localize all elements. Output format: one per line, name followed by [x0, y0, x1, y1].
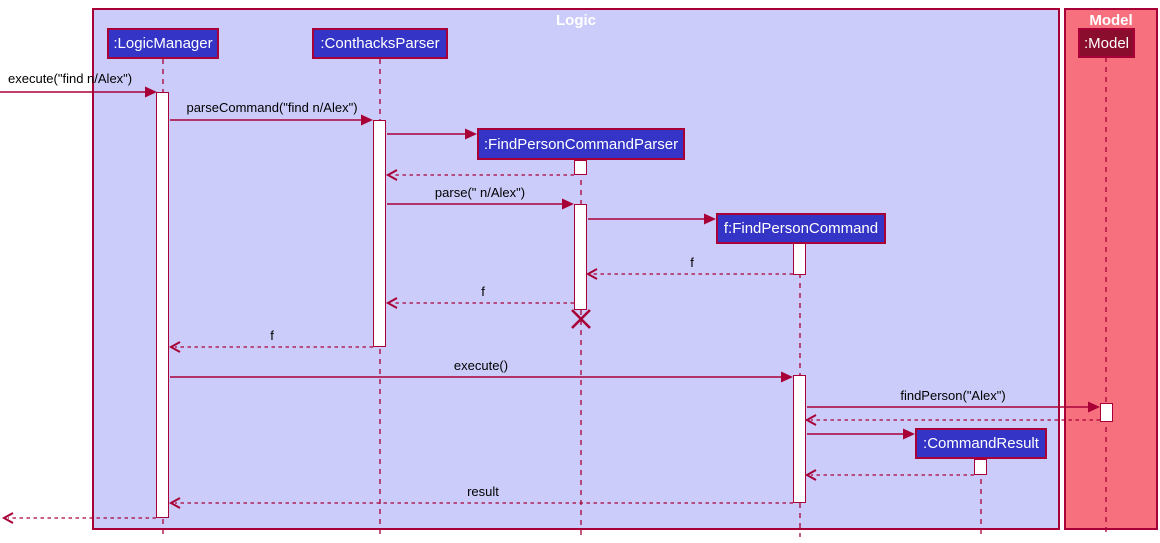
- participant-label: :CommandResult: [923, 435, 1039, 452]
- participant-logic-manager: :LogicManager: [107, 28, 219, 59]
- message-parse: [387, 198, 574, 210]
- message-label-find-person: findPerson("Alex"): [900, 388, 1006, 403]
- activation-parser-parse: [574, 204, 587, 310]
- participant-label: :Model: [1083, 34, 1130, 52]
- activation-logic-manager: [156, 92, 169, 518]
- arrowhead-icon: [1088, 401, 1100, 413]
- arrowhead-icon: [145, 86, 157, 98]
- message-execute-find: [0, 86, 157, 98]
- model-frame-title: Model: [1089, 12, 1133, 29]
- participant-label: :FindPersonCommandParser: [483, 135, 679, 153]
- participant-label: f:FindPersonCommand: [723, 220, 879, 237]
- message-return-f-to-conthacks-parser: [385, 297, 574, 309]
- message-create-parser-return: [385, 169, 574, 181]
- arrowhead-icon: [385, 169, 398, 181]
- message-label-f3: f: [270, 328, 274, 343]
- participant-find-person-command-parser: :FindPersonCommandParser: [477, 128, 685, 160]
- arrowhead-icon: [804, 414, 817, 426]
- model-frame: Model: [1064, 8, 1158, 530]
- message-label-result: result: [467, 484, 499, 499]
- message-label-f2: f: [481, 284, 485, 299]
- arrowhead-icon: [465, 128, 477, 140]
- activation-command-result: [974, 459, 987, 475]
- arrowhead-icon: [704, 213, 716, 225]
- message-create-command-result: [807, 428, 915, 440]
- activation-parser-create: [574, 160, 587, 175]
- message-final-return: [1, 512, 156, 524]
- participant-label: :LogicManager: [113, 35, 213, 52]
- message-find-person: [807, 401, 1100, 413]
- activation-conthacks-parser: [373, 120, 386, 347]
- message-return-f-to-parser: [585, 268, 793, 280]
- message-label-parse: parse(" n/Alex"): [434, 185, 526, 200]
- message-execute: [170, 371, 793, 383]
- logic-frame-title: Logic: [556, 12, 596, 29]
- arrowhead-icon: [1, 512, 14, 524]
- arrowhead-icon: [385, 297, 398, 309]
- activation-command-create: [793, 243, 806, 275]
- message-create-parser: [387, 128, 477, 140]
- message-create-command: [588, 213, 716, 225]
- participant-conthacks-parser: :ConthacksParser: [312, 28, 448, 59]
- message-model-return: [804, 414, 1100, 426]
- message-return-f-to-logic-manager: [168, 341, 373, 353]
- message-label-parse-command: parseCommand("find n/Alex"): [186, 100, 358, 115]
- participant-label: :ConthacksParser: [320, 35, 440, 52]
- message-label-execute-find: execute("find n/Alex"): [8, 71, 133, 86]
- arrowhead-icon: [804, 469, 817, 481]
- arrowhead-icon: [585, 268, 598, 280]
- message-label-execute: execute(): [453, 358, 509, 373]
- arrowhead-icon: [562, 198, 574, 210]
- arrowhead-icon: [903, 428, 915, 440]
- message-label-f1: f: [690, 255, 694, 270]
- message-result: [168, 497, 793, 509]
- participant-command-result: :CommandResult: [915, 428, 1047, 459]
- arrowhead-icon: [168, 341, 181, 353]
- participant-find-person-command: f:FindPersonCommand: [716, 213, 886, 244]
- arrowhead-icon: [168, 497, 181, 509]
- message-parse-command: [170, 114, 373, 126]
- arrowhead-icon: [781, 371, 793, 383]
- arrowhead-icon: [361, 114, 373, 126]
- participant-model: :Model: [1078, 28, 1135, 58]
- message-command-result-return: [804, 469, 974, 481]
- activation-model: [1100, 403, 1113, 422]
- destroy-x-icon: [571, 309, 591, 329]
- activation-command-execute: [793, 375, 806, 503]
